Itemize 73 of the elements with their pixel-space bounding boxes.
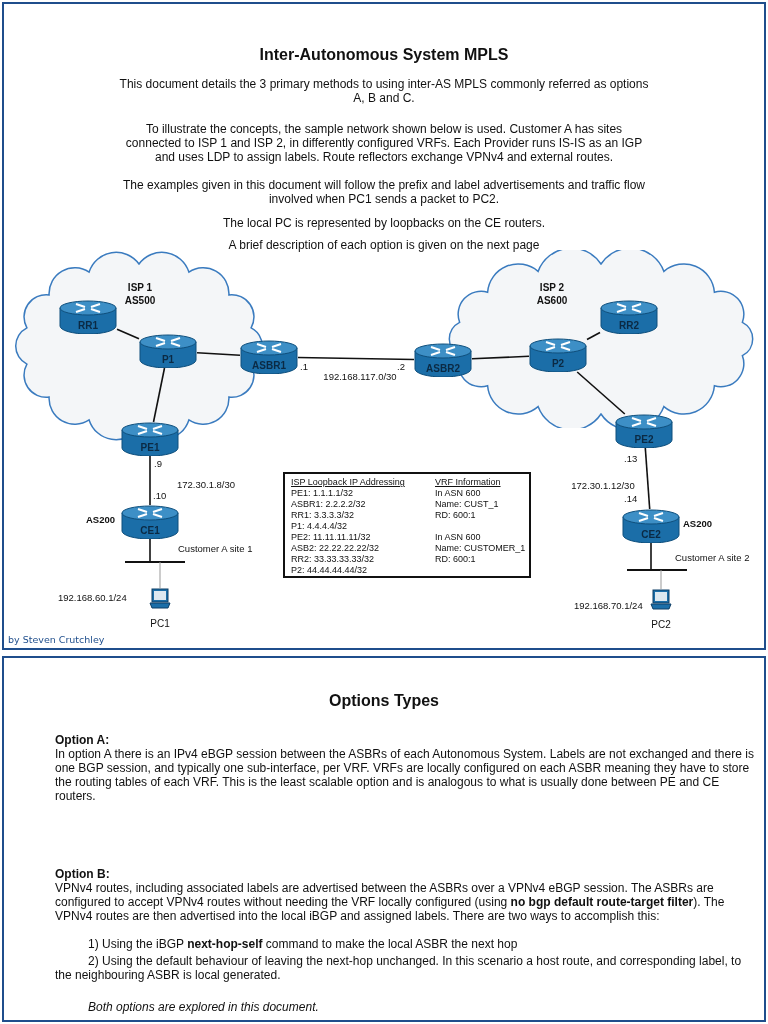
interface-label: .1 <box>300 360 308 374</box>
interface-label: Customer A site 2 <box>675 551 750 565</box>
paragraph: The local PC is represented by loopbacks on the CE routers. <box>221 216 547 230</box>
table-text: ASB2: 22.22.22.22/32 <box>291 543 380 554</box>
as-number: AS200 <box>683 517 713 531</box>
link-line <box>650 542 652 571</box>
link-line <box>149 538 151 563</box>
as-number: AS200 <box>86 513 116 527</box>
link-line <box>660 569 662 590</box>
paragraph: The examples given in this document will follow the prefix and label advertisements and traffic flow involved when PC1 sends a packet to PC2. <box>121 178 646 206</box>
interface-label: .2 <box>397 360 405 374</box>
link-line <box>586 331 601 341</box>
table-heading: VRF Information <box>435 477 501 488</box>
table-text: PE2: 11.11.11.11/32 <box>291 532 371 543</box>
info-box <box>283 472 531 578</box>
router-label: CE1 <box>139 525 161 536</box>
router-label: PE1 <box>139 442 161 453</box>
router-label: RR1 <box>77 320 99 331</box>
ip-address: 192.168.70.1/24 <box>574 599 643 613</box>
table-text: RR1: 3.3.3.3/32 <box>291 510 355 521</box>
interface-label: .9 <box>154 457 162 471</box>
pc-label: PC1 <box>149 618 171 630</box>
cloud-label: AS600 <box>535 295 569 307</box>
paragraph: VPNv4 routes, including associated labels are advertised between the ASBRs over a VPNv4 eBGP session. The ASBRs are configured to accept VPNv4 routes without needing the VRF locally configured (using no bgp default route-target filter). The VPNv4 routes are then advertised into the local iBGP and assigned labels. There are two ways to accomplish this: <box>55 881 726 923</box>
table-text: P1: 4.4.4.4/32 <box>291 521 348 532</box>
table-text: PE1: 1.1.1.1/32 <box>291 488 354 499</box>
section-heading: Option B: <box>55 867 110 881</box>
link-line <box>116 328 140 340</box>
paragraph: To illustrate the concepts, the sample network shown below is used. Customer A has sites connected to ISP 1 and ISP 2, in differently configured VRFs. Each Provider runs IS-IS as an IGP and uses LDP to assign labels. Route reflectors exchange VPNv4 and external routes. <box>124 122 644 164</box>
cloud-label: AS500 <box>123 295 157 307</box>
link-line <box>149 455 151 506</box>
paragraph: 2) Using the default behaviour of leaving the next-hop unchanged. In this scenario a host route, and corresponding label, to the neighbouring ASBR is local generated. <box>55 954 743 982</box>
page-title: Inter-Autonomous System MPLS <box>258 46 510 64</box>
table-text: Name: CUST_1 <box>435 499 499 510</box>
router-label: ASBR2 <box>425 363 461 374</box>
link-line <box>297 356 415 361</box>
link-line <box>152 367 166 423</box>
interface-label: .14 <box>624 492 638 506</box>
paragraph: A brief description of each option is given on the next page <box>227 238 541 252</box>
table-text: RD: 600:1 <box>435 554 476 565</box>
author-credit: Both options are explored in this document. <box>88 1000 319 1014</box>
table-text: In ASN 600 <box>435 488 481 499</box>
table-text: RD: 600:1 <box>435 510 476 521</box>
section-heading: Option A: <box>55 733 110 747</box>
table-text: P2: 44.44.44.44/32 <box>291 565 368 576</box>
link-line <box>576 371 626 415</box>
table-text: Name: CUSTOMER_1 <box>435 543 526 554</box>
cloud-label: ISP 1 <box>126 282 154 294</box>
interface-label: Customer A site 1 <box>178 542 253 556</box>
interface-label: .10 <box>153 489 167 503</box>
table-text: ASBR1: 2.2.2.2/32 <box>291 499 366 510</box>
pc-label: PC2 <box>650 619 672 631</box>
paragraph: This document details the 3 primary methods to using inter-AS MPLS commonly referred as options A, B and C. <box>119 77 649 105</box>
ip-address: 192.168.60.1/24 <box>58 591 127 605</box>
page-heading: Options Types <box>328 692 440 710</box>
router-label: CE2 <box>640 529 662 540</box>
router-label: ASBR1 <box>251 360 287 371</box>
link-line <box>196 351 241 357</box>
cloud-label: ISP 2 <box>538 282 566 294</box>
router-label: PE2 <box>633 434 655 445</box>
table-heading: ISP Loopback IP Addressing <box>291 477 405 488</box>
router-label: P1 <box>160 354 176 365</box>
router-label: P2 <box>550 358 566 369</box>
link-line <box>159 561 161 589</box>
link-line <box>644 447 651 510</box>
router-label: RR2 <box>618 320 640 331</box>
table-text: In ASN 600 <box>435 532 481 543</box>
paragraph: 1) Using the iBGP next-hop-self command to make the local ASBR the next hop <box>87 937 519 951</box>
paragraph: In option A there is an IPv4 eBGP session between the ASBRs of each Autonomous System. Labels are not exchanged and there is one BGP session, and typically one sub-interface, per VRF. VRFs are locally configured on each ASBR meaning they have to store the routing tables of each VRF. This is the least scalable option and is analogous to what is usually done between PE and CE routers. <box>55 747 755 803</box>
interface-label: .13 <box>624 452 638 466</box>
table-text: RR2: 33.33.33.33/32 <box>291 554 375 565</box>
link-line <box>471 355 530 360</box>
interface-label: by Steven Crutchley <box>8 633 105 647</box>
